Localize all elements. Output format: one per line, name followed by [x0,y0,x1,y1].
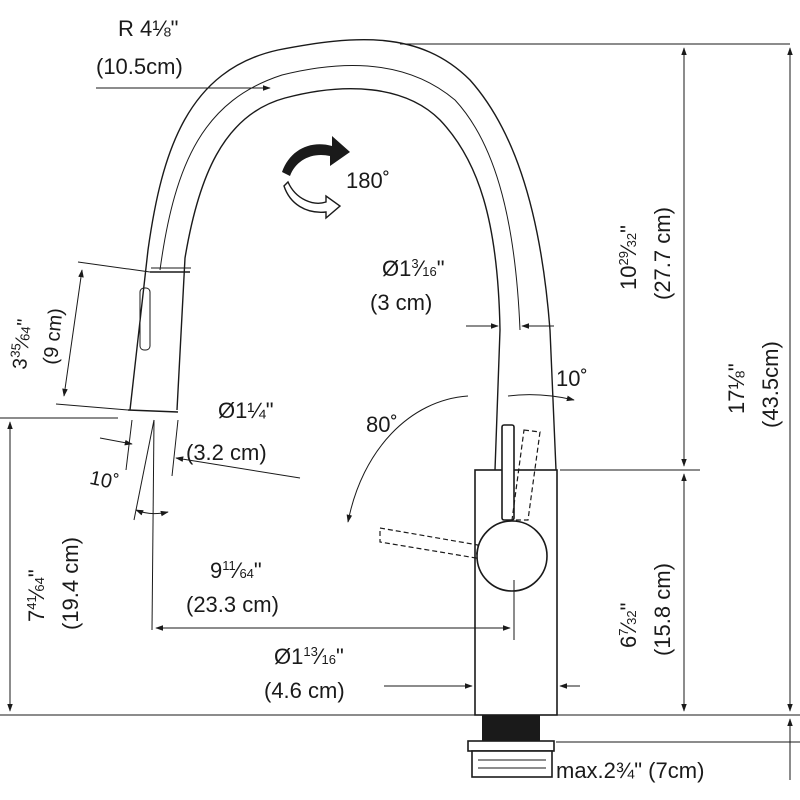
svg-text:741⁄64": 741⁄64" [24,569,49,622]
handle-alt-back [511,429,541,521]
handle-back-angle: 10˚ [556,366,588,391]
spray-length-ext-top [77,261,151,273]
upper-height-cm: (27.7 cm) [650,207,675,300]
radius-cm-label: (10.5cm) [96,54,183,79]
hose-diameter-cm: (3 cm) [370,290,432,315]
hose-diameter-label: Ø13⁄16" (3 cm) [370,256,445,315]
spout-outer-line [129,38,557,471]
spray-diameter-inch: Ø1¼" [218,398,274,423]
total-height-inch: 17⅛" [724,363,749,414]
handle-back-arc [507,394,575,402]
spray-head-bottom [127,409,179,413]
svg-text:911⁄64": 911⁄64" [210,558,262,583]
spray-angle-line [133,419,155,521]
base-diameter-label: Ø113⁄16" (4.6 cm) [264,644,345,703]
spout-inner-line [176,88,501,471]
base-diameter-cm: (4.6 cm) [264,678,345,703]
body-height-label: 67⁄32" (15.8 cm) [616,563,675,656]
handle-front-angle: 80˚ [366,412,398,437]
svg-text:1029⁄32": 1029⁄32" [616,225,641,290]
spray-angle-arc [135,509,169,517]
spray-diameter-ext-2 [171,419,179,477]
handle-knob [476,520,548,592]
spray-diameter-leader [175,456,301,479]
svg-text:335⁄64": 335⁄64" [6,318,36,371]
mounting-plate [467,740,555,752]
handle-lever [501,424,515,521]
spray-diameter-arrow [99,437,133,446]
upper-height-label: 1029⁄32" (27.7 cm) [616,207,675,300]
spray-length-cm: (9 cm) [40,307,68,366]
deck-thickness-label: max.2¾" (7cm) [556,758,704,783]
reach-cm: (23.3 cm) [186,592,279,617]
svg-text:Ø113⁄16": Ø113⁄16" [274,644,344,669]
base-shank [482,715,540,741]
total-height-label: 17⅛" (43.5cm) [724,341,783,428]
handle-alt-front [379,527,479,559]
spray-angle-label: 10˚ [88,467,121,495]
handle-front-arc [346,395,469,523]
svg-text:67⁄32": 67⁄32" [616,603,641,648]
spout-clearance-label: 741⁄64" (19.4 cm) [24,537,83,630]
svg-text:Ø13⁄16": Ø13⁄16" [382,256,445,281]
faucet-drawing [0,38,800,778]
reach-label: 911⁄64" (23.3 cm) [186,558,279,617]
spray-length-label: 335⁄64" (9 cm) [6,307,68,371]
total-height-cm: (43.5cm) [758,341,783,428]
swivel-angle-label: 180˚ [346,168,390,193]
spout-center-line [159,64,521,331]
faucet-body [474,469,558,716]
spray-diameter-cm: (3.2 cm) [186,440,267,465]
spray-length-dim-line [62,269,84,397]
spray-diameter-ext-1 [125,419,133,471]
spray-axis-line [151,419,155,631]
swivel-rotation-icon [282,136,350,220]
spray-length-ext-bottom [55,403,129,411]
spout-clearance-cm: (19.4 cm) [58,537,83,630]
spray-button [139,287,151,351]
radius-inch-label: R 4⅛" [118,16,178,41]
body-height-cm: (15.8 cm) [650,563,675,656]
mounting-nut [471,750,553,778]
